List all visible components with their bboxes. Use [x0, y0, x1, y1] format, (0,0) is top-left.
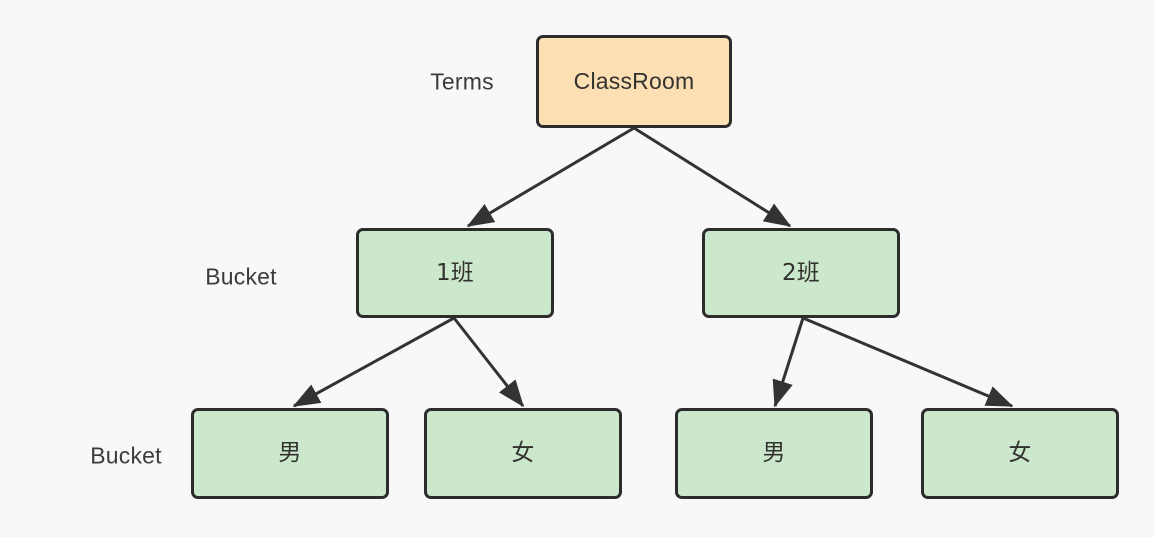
- node-label: 男: [278, 440, 302, 466]
- edge-classroom-to-class-1: [466, 126, 635, 228]
- node-label: ClassRoom: [573, 68, 695, 94]
- edge-classroom-to-class-2: [633, 126, 792, 228]
- node-class-2-female[interactable]: 女: [921, 408, 1119, 499]
- node-label: 1班: [435, 259, 475, 286]
- node-class-2-male[interactable]: 男: [675, 408, 873, 499]
- row-label-terms: Terms: [430, 68, 494, 95]
- edge-class-1-to-female: [452, 317, 525, 408]
- row-label-bucket-1: Bucket: [205, 263, 277, 290]
- node-class-2[interactable]: 2班: [702, 228, 900, 318]
- edge-class-2-to-female: [802, 316, 1014, 408]
- node-label: 女: [511, 440, 535, 466]
- node-class-1-male[interactable]: 男: [191, 408, 389, 499]
- row-label-bucket-2: Bucket: [90, 442, 162, 469]
- node-label: 男: [762, 440, 786, 466]
- node-label: 2班: [781, 259, 821, 286]
- node-class-1[interactable]: 1班: [356, 228, 554, 318]
- edge-class-2-to-male: [772, 317, 805, 408]
- node-label: 女: [1008, 440, 1032, 466]
- edge-class-1-to-male: [292, 316, 455, 408]
- node-classroom[interactable]: ClassRoom: [536, 35, 732, 128]
- node-class-1-female[interactable]: 女: [424, 408, 622, 499]
